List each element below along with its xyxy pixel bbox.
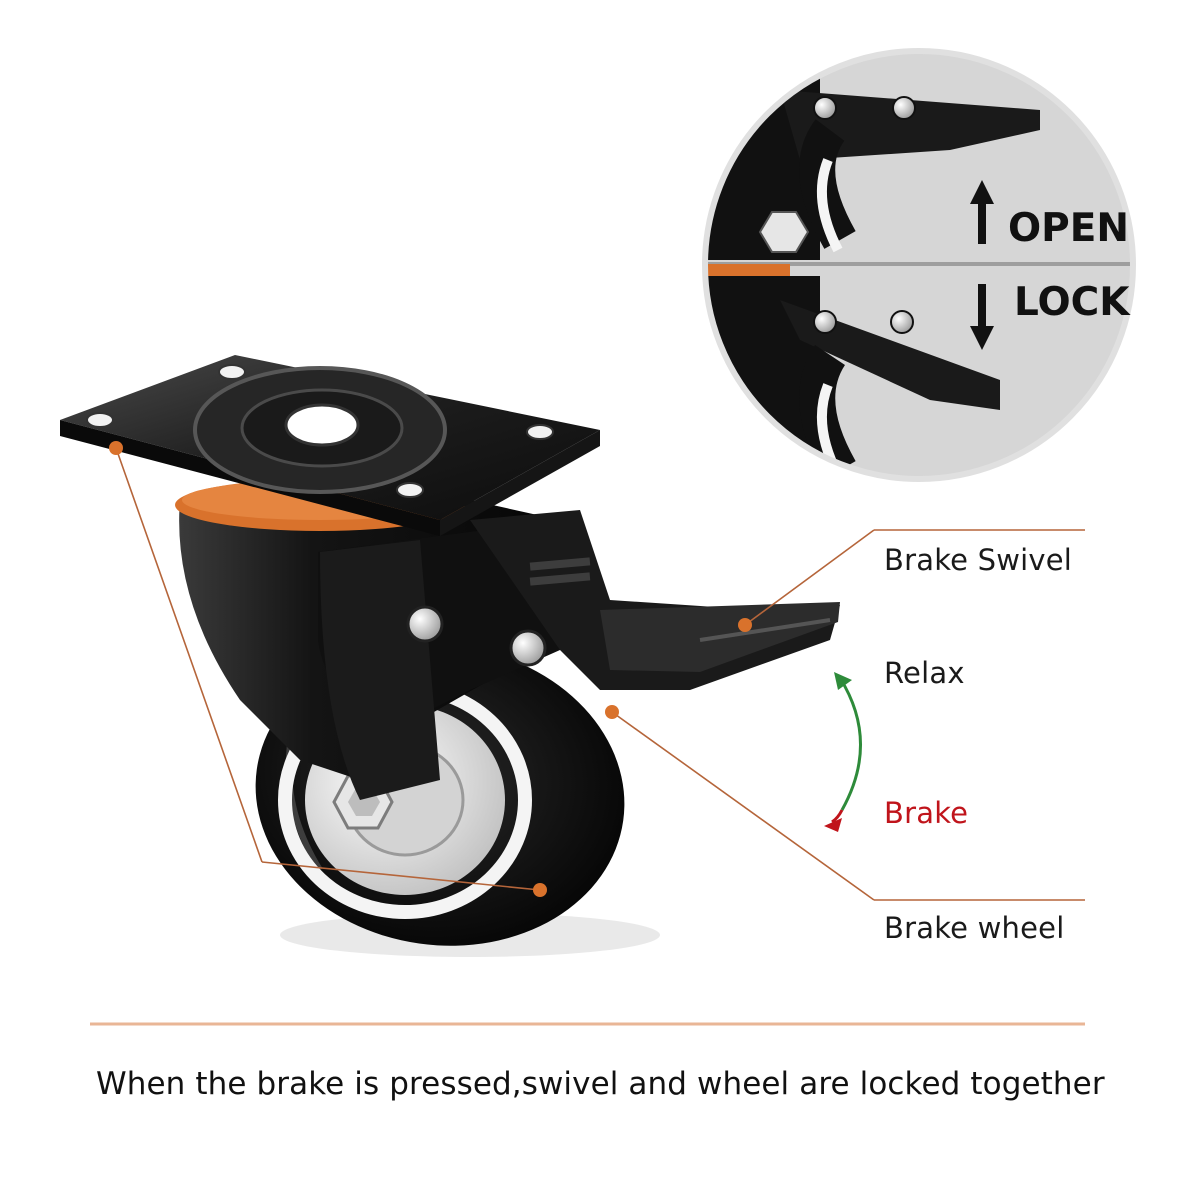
arrow-up-icon	[834, 672, 852, 690]
brake-swivel-label: Brake Swivel	[884, 543, 1073, 577]
zoom-open-label: OPEN	[1008, 206, 1130, 251]
brake-pedal	[470, 510, 840, 690]
relax-brake-arrow	[824, 672, 862, 832]
lock-arrow-icon	[970, 284, 994, 350]
brake-wheel-label: Brake wheel	[884, 911, 1065, 945]
brake-label: Brake	[884, 796, 969, 830]
arrow-down-icon	[824, 818, 842, 832]
caption: When the brake is pressed,swivel and whe…	[96, 1066, 1105, 1102]
zoom-lock-label: LOCK	[1014, 280, 1130, 325]
leader-dots	[109, 441, 752, 897]
zoom-detail	[702, 48, 1136, 482]
relax-label: Relax	[884, 656, 965, 690]
leader-lines	[90, 447, 1085, 1026]
caster-fork	[179, 500, 560, 800]
mounting-plate	[60, 355, 600, 536]
open-arrow-icon	[970, 180, 994, 244]
